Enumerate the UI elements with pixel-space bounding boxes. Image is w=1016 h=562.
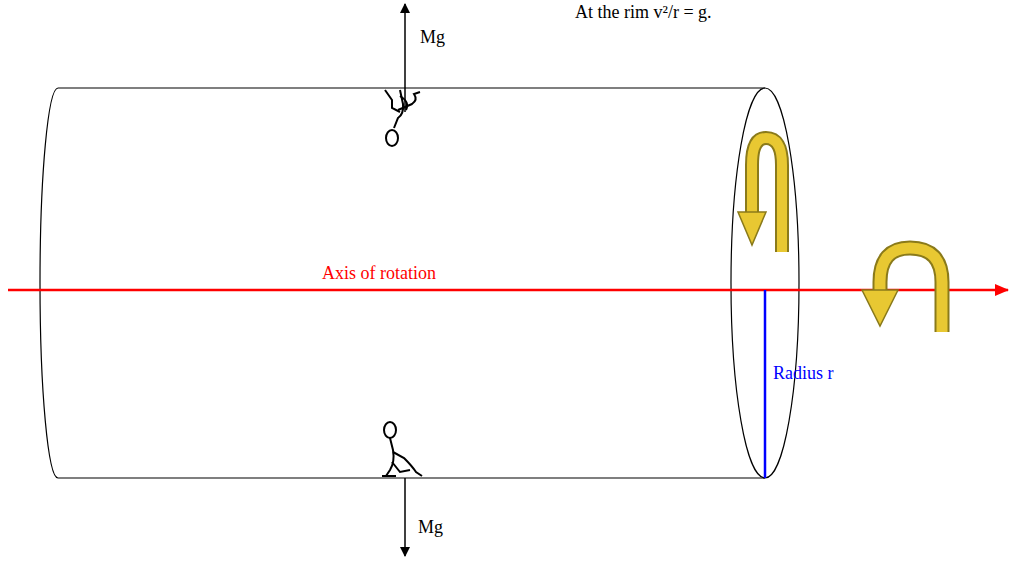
force-label: Mg <box>418 518 443 538</box>
rotation-arrow <box>862 248 942 332</box>
force-label: Mg <box>420 28 445 48</box>
force-arrow <box>404 4 406 112</box>
force-arrow <box>404 478 406 556</box>
cylinder-outline <box>40 88 799 478</box>
rim-condition-note: At the rim v²/r = g. <box>575 3 712 23</box>
rotation-axis <box>8 289 1008 292</box>
radius-line <box>764 290 767 478</box>
person-figure <box>385 90 420 146</box>
person-figure <box>382 422 422 476</box>
axis-label: Axis of rotation <box>322 264 436 284</box>
rotation-arrow <box>738 138 782 252</box>
radius-label: Radius r <box>773 364 834 384</box>
